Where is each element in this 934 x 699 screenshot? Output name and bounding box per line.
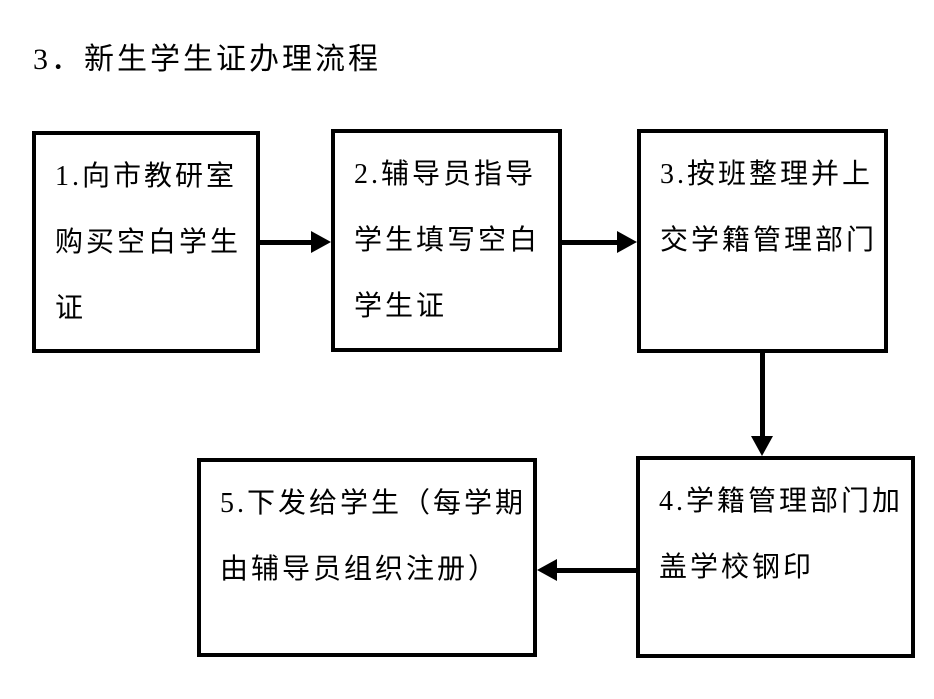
arrow-3-to-4 [751, 353, 773, 456]
arrowhead-left-icon [537, 559, 557, 581]
arrow-1-to-2 [260, 231, 331, 253]
arrowhead-right-icon [311, 231, 331, 253]
arrowhead-down-icon [751, 436, 773, 456]
arrow-shaft [759, 353, 765, 440]
flow-node-3-line-1: 3.按班整理并上 [660, 159, 874, 190]
arrow-shaft [562, 239, 621, 245]
arrow-shaft [553, 567, 636, 573]
flow-node-4: 4.学籍管理部门加 盖学校钢印 [636, 456, 915, 658]
flow-node-1-line-3: 证 [55, 293, 87, 324]
flow-node-1-line-2: 购买空白学生 [55, 227, 242, 258]
flow-node-1: 1.向市教研室 购买空白学生 证 [32, 131, 260, 353]
flow-node-1-line-1: 1.向市教研室 [55, 161, 238, 192]
flow-node-3-line-2: 交学籍管理部门 [660, 225, 878, 256]
flow-node-5-line-1: 5.下发给学生（每学期 [220, 488, 527, 519]
flow-node-3: 3.按班整理并上 交学籍管理部门 [637, 129, 888, 353]
flow-node-2: 2.辅导员指导 学生填写空白 学生证 [331, 129, 562, 352]
arrowhead-right-icon [617, 231, 637, 253]
flow-node-4-line-1: 4.学籍管理部门加 [659, 486, 904, 517]
flow-node-2-line-2: 学生填写空白 [354, 225, 541, 256]
flow-node-5-line-2: 由辅导员组织注册） [220, 554, 500, 585]
page-title: 3．新生学生证办理流程 [33, 43, 381, 76]
flow-node-2-line-3: 学生证 [354, 291, 448, 322]
flow-node-4-line-2: 盖学校钢印 [659, 552, 815, 583]
arrow-shaft [260, 239, 315, 245]
arrow-4-to-5 [537, 559, 636, 581]
arrow-2-to-3 [562, 231, 637, 253]
flow-node-5: 5.下发给学生（每学期 由辅导员组织注册） [197, 458, 537, 657]
flow-node-2-line-1: 2.辅导员指导 [354, 159, 537, 190]
